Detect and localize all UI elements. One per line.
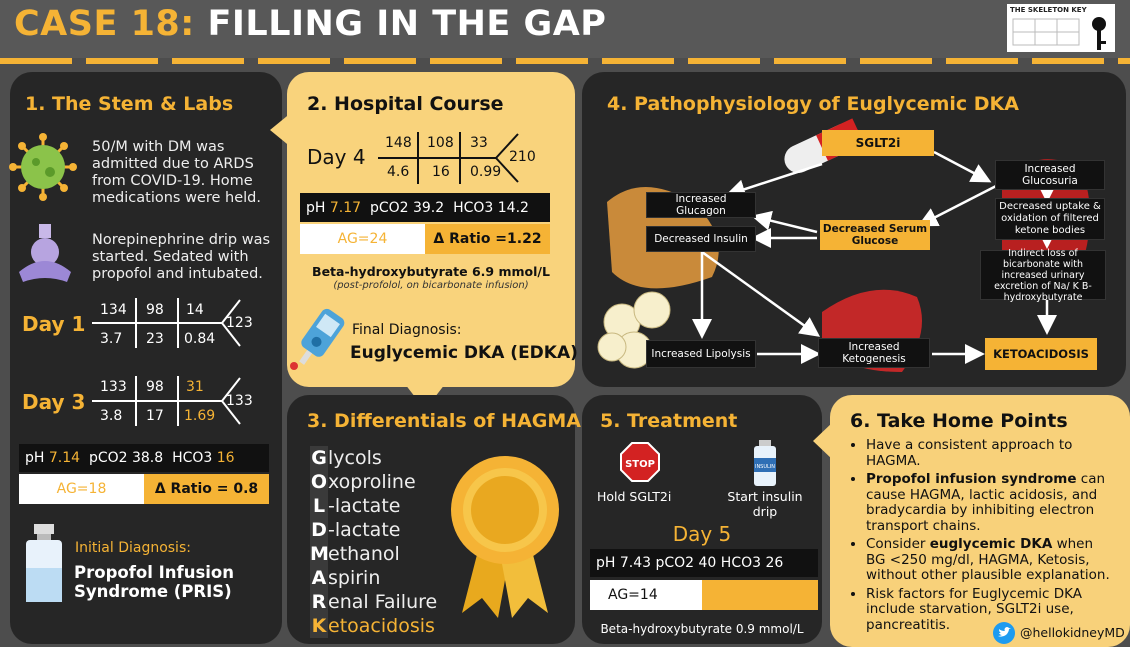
day3-glu: 133 (226, 393, 253, 409)
day5-bhb: Beta-hydroxybutyrate 0.9 mmol/L (600, 622, 804, 636)
start-insulin: Start insulin drip (727, 489, 803, 519)
day4-label: Day 4 (307, 145, 366, 169)
day3-blood-gas: pH 7.14 pCO2 38.8 HCO3 16 (19, 444, 269, 472)
patho-heading: 4. Pathophysiology of Euglycemic DKA (607, 93, 1019, 115)
stop-sign-text: STOP (625, 459, 655, 470)
stop-sign-icon: STOP (620, 442, 660, 482)
day5-anion-gap: AG=14 (590, 580, 702, 610)
ketone-uptake-box: Decreased uptake & oxidation of filtered… (995, 198, 1105, 240)
goldmark-item: Oxoproline (310, 470, 416, 494)
day1-cr: 0.84 (184, 331, 216, 347)
twitter-icon[interactable] (993, 622, 1015, 644)
day1-na: 134 (100, 302, 127, 318)
take-home-point: Propofol infusion syndrome can cause HAG… (866, 471, 1112, 534)
day1-bun: 14 (186, 302, 204, 318)
day4-bhb: Beta-hydroxybutyrate 6.9 mmol/L (312, 264, 550, 279)
insulin-box: Decreased Insulin (646, 226, 756, 252)
logo-key-icon (1012, 17, 1106, 50)
panel-take-home (830, 395, 1130, 647)
bicarbonate-loss-box: Indirect loss of bicarbonate with increa… (980, 248, 1106, 303)
lipolysis-box: Increased Lipolysis (646, 340, 756, 368)
header-bar (0, 0, 1130, 58)
day1-glu: 123 (226, 315, 253, 331)
take-home-heading: 6. Take Home Points (850, 410, 1068, 432)
day3-anion-gap: AG=18 (19, 474, 144, 504)
course-heading: 2. Hospital Course (307, 93, 504, 115)
day4-bhb-note: (post-profolol, on bicarbonate infusion) (333, 280, 529, 291)
virus-icon (9, 133, 77, 201)
day1-cl: 98 (146, 302, 164, 318)
day3-hco3: 17 (146, 408, 164, 424)
ketogenesis-box: Increased Ketogenesis (818, 338, 930, 368)
initial-dx: Propofol Infusion Syndrome (PRIS) (74, 563, 234, 601)
propofol-vial-icon (26, 524, 62, 602)
panel6-pointer (813, 422, 833, 460)
differentials-heading: 3. Differentials of HAGMA (307, 410, 581, 432)
stem-text-1: 50/M with DM was admitted due to ARDS fr… (92, 139, 261, 206)
treatment-heading: 5. Treatment (600, 410, 738, 432)
glucosuria-box: Increased Glucosuria (995, 160, 1105, 190)
stem-heading: 1. The Stem & Labs (25, 93, 234, 115)
glucagon-box: Increased Glucagon (646, 192, 756, 218)
goldmark-item: Renal Failure (310, 590, 438, 614)
day4-glu: 210 (509, 149, 536, 165)
day4-cl: 108 (427, 135, 454, 151)
day5-ag-row: AG=14 (590, 580, 818, 610)
goldmark-list: Glycols Oxoproline L-lactate D-lactate M… (310, 446, 437, 638)
goldmark-item: D-lactate (310, 518, 401, 542)
twitter-handle[interactable]: @hellokidneyMD (1020, 625, 1125, 640)
day4-delta-ratio: Δ Ratio =1.22 (425, 224, 550, 254)
panel2-pointer (270, 112, 292, 148)
skeleton-key-logo: THE SKELETON KEY (1007, 4, 1115, 52)
day1-hco3: 23 (146, 331, 164, 347)
day3-na: 133 (100, 379, 127, 395)
day3-cr: 1.69 (184, 408, 216, 424)
goldmark-item: Aspirin (310, 566, 381, 590)
day5-label: Day 5 (672, 522, 732, 546)
ketoacidosis-box: KETOACIDOSIS (985, 338, 1097, 370)
day1-k: 3.7 (100, 331, 123, 347)
day3-cl: 98 (146, 379, 164, 395)
day4-fishbone (378, 132, 519, 184)
day4-k: 4.6 (387, 164, 410, 180)
take-home-point: Have a consistent approach to HAGMA. (866, 437, 1112, 469)
ventilator-mask-icon (19, 224, 71, 282)
day4-cr: 0.99 (470, 164, 502, 180)
day4-anion-gap: AG=24 (300, 224, 425, 254)
initial-dx-label: Initial Diagnosis: (75, 540, 191, 556)
insulin-vial-icon: INSULIN (754, 440, 776, 486)
day5-blood-gas: pH 7.43 pCO2 40 HCO3 26 (590, 549, 818, 577)
sglt2i-box: SGLT2i (822, 130, 934, 156)
header-stripe (0, 58, 1130, 64)
gold-medal-icon (451, 456, 559, 618)
day3-bun: 31 (186, 379, 204, 395)
insulin-vial-label: INSULIN (755, 464, 775, 470)
page-title: CASE 18: FILLING IN THE GAP (14, 4, 607, 44)
take-home-point: Risk factors for Euglycemic DKA include … (866, 586, 1112, 634)
goldmark-item: L-lactate (310, 494, 437, 518)
final-dx-label: Final Diagnosis: (352, 322, 462, 338)
hold-sglt2i: Hold SGLT2i (597, 489, 672, 504)
glucometer-icon (290, 308, 345, 370)
day1-fishbone (92, 298, 241, 348)
day3-label: Day 3 (22, 390, 86, 414)
day4-blood-gas: pH 7.17 pCO2 39.2 HCO3 14.2 (300, 193, 550, 222)
day4-na: 148 (385, 135, 412, 151)
day4-hco3: 16 (432, 164, 450, 180)
day3-k: 3.8 (100, 408, 123, 424)
goldmark-item: Ketoacidosis (310, 614, 435, 638)
final-dx: Euglycemic DKA (EDKA) (350, 343, 578, 363)
take-home-point: Consider euglycemic DKA when BG <250 mg/… (866, 536, 1112, 584)
goldmark-item: Methanol (310, 542, 400, 566)
day5-ratio-cell (702, 580, 818, 610)
serum-glucose-box: Decreased Serum Glucose (820, 220, 930, 250)
take-home-list: Have a consistent approach to HAGMA. Pro… (852, 437, 1112, 636)
stem-text-2: Norepinephrine drip was started. Sedated… (92, 232, 271, 282)
goldmark-item: Glycols (310, 446, 382, 470)
day3-delta-ratio: Δ Ratio = 0.8 (144, 474, 269, 504)
day4-bun: 33 (470, 135, 488, 151)
day1-label: Day 1 (22, 312, 86, 336)
day3-fishbone (92, 376, 241, 426)
